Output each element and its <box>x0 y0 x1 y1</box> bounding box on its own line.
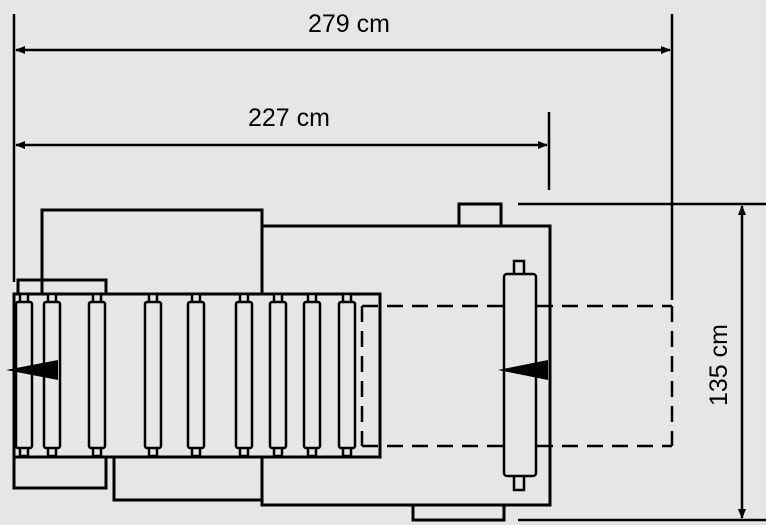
roller-body <box>234 300 254 450</box>
bottom-block <box>411 503 506 522</box>
direction-arrow-left <box>6 360 58 380</box>
width-dimension: 135 cm <box>518 202 766 522</box>
roller-body <box>143 300 163 450</box>
roller-body <box>268 300 288 450</box>
module-length-dimension: 227 cm <box>15 104 551 190</box>
roller-body <box>14 300 34 450</box>
left-upper-frame <box>16 278 108 294</box>
width-label: 135 cm <box>705 324 733 406</box>
module-length-label: 227 cm <box>248 104 330 132</box>
roller-body <box>302 300 322 450</box>
conveyor-roller <box>302 292 322 458</box>
conveyor-roller <box>143 292 163 458</box>
main-housing <box>260 224 552 507</box>
roller-body <box>87 300 107 450</box>
lower-frame <box>112 457 262 502</box>
roller-group <box>14 292 357 458</box>
direction-arrow-right <box>498 360 548 380</box>
overall-length-dimension: 279 cm <box>12 10 674 300</box>
conveyor-roller <box>87 292 107 458</box>
overall-length-label: 279 cm <box>308 10 390 38</box>
roller-body <box>186 300 206 450</box>
conveyor-roller <box>268 292 288 458</box>
top-block <box>457 202 503 228</box>
conveyor-roller <box>234 292 254 458</box>
conveyor-roller <box>337 292 357 458</box>
conveyor-roller <box>186 292 206 458</box>
roller-body <box>337 300 357 450</box>
conveyor-roller <box>14 292 34 458</box>
